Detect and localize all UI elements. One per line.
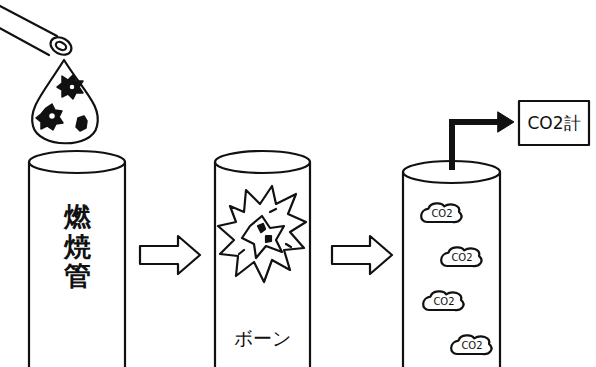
co2-cloud: CO2	[441, 246, 483, 268]
gas-label: CO2	[461, 340, 482, 351]
sample-droplet	[32, 60, 98, 143]
combustion-tube: ボーン	[214, 150, 311, 367]
particles	[36, 75, 87, 131]
co2-meter-box: CO2計	[518, 100, 590, 146]
explosion	[218, 186, 306, 282]
outlet-arrowhead	[498, 112, 514, 132]
process-arrow	[332, 236, 392, 274]
gas-label: CO2	[451, 252, 472, 263]
outlet-pipe	[452, 122, 500, 170]
gas-cylinder	[403, 161, 500, 367]
tube-label: 燃焼管	[64, 202, 91, 291]
meter-label: CO2計	[527, 112, 580, 135]
tube-label: ボーン	[234, 326, 291, 352]
gas-label: CO2	[431, 208, 452, 219]
combustion-tube: 燃焼管	[28, 150, 126, 367]
process-arrow	[140, 236, 200, 274]
feed-pipe	[0, 4, 74, 58]
gas-label: CO2	[433, 296, 454, 307]
co2-cloud: CO2	[423, 290, 465, 312]
co2-cloud: CO2	[451, 334, 493, 356]
co2-cloud: CO2	[421, 202, 463, 224]
